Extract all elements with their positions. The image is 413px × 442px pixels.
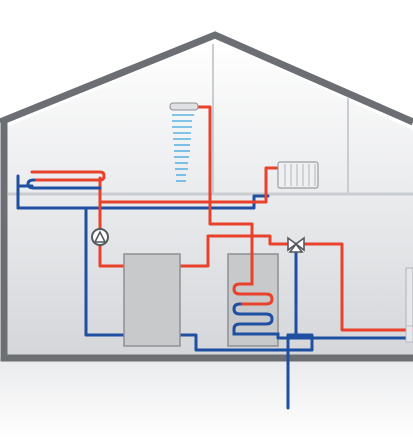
- tank-coil-icon: [227, 252, 280, 347]
- cylinder-coil-cold: [232, 302, 280, 340]
- shower-water: [172, 114, 194, 182]
- cold-pipe-main-return: [178, 333, 314, 352]
- hot-pipe-tank-link: [178, 234, 290, 268]
- tank-icon: [123, 253, 181, 347]
- house-roof: [0, 31, 413, 126]
- cylinder-coil-hot: [232, 252, 274, 306]
- shower-icon: [169, 102, 199, 182]
- valve-icon: [287, 236, 305, 253]
- side-annex: [405, 267, 413, 329]
- hot-pipe-heat-source-flow: [300, 242, 413, 332]
- hot-pipe-underfloor-feed: [98, 176, 126, 268]
- ground-shadow: [0, 358, 413, 442]
- cold-pipes: [16, 174, 413, 410]
- hot-pipe-shower-riser: [194, 105, 254, 256]
- underfloor-coil-cold: [26, 178, 102, 190]
- house-wall-left: [0, 122, 413, 362]
- radiator-icon: [277, 161, 319, 189]
- pipe-icon: [405, 325, 413, 343]
- hot-pipes: [98, 105, 413, 332]
- coil-icon: [26, 170, 106, 190]
- pump-icon: [91, 228, 109, 246]
- house: [0, 31, 413, 362]
- underfloor-coil-hot: [30, 170, 106, 182]
